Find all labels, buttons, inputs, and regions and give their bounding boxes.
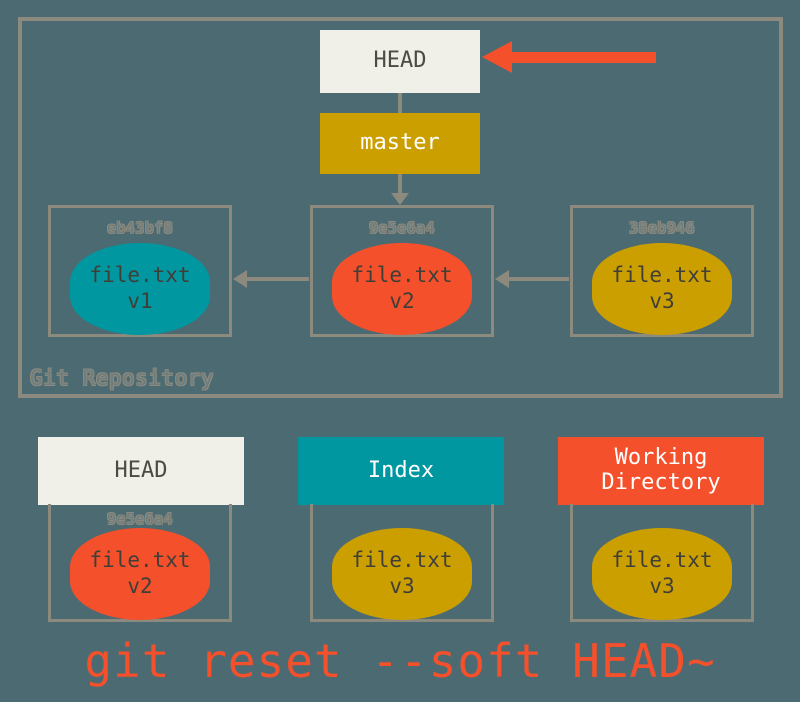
blob-filename: file.txt: [611, 263, 713, 288]
tree-header-label-line2: Directory: [601, 470, 721, 495]
blob-version: v3: [389, 574, 415, 598]
tree-blob: file.txt v3: [592, 528, 732, 620]
commit-box-38eb946: 38eb946 file.txt v3: [570, 205, 754, 337]
commit-hash-label: eb43bf8: [106, 219, 173, 237]
tree-slot-working-directory: file.txt v3: [570, 504, 754, 622]
tree-slot-head: 9e5e6a4 file.txt v2: [48, 504, 232, 622]
git-repository-frame: [18, 17, 783, 398]
arrow-left-icon: [495, 270, 509, 288]
tree-blob: file.txt v2: [70, 528, 210, 620]
blob-version: v1: [127, 289, 153, 313]
arrow-down-icon: [391, 193, 409, 205]
tree-hash-label: 9e5e6a4: [106, 510, 173, 528]
connector-head-to-master: [398, 93, 402, 113]
connector-master-to-commit: [398, 174, 402, 196]
tree-header-index: Index: [298, 437, 504, 505]
head-ref-box: HEAD: [320, 30, 480, 93]
commit-hash-label: 38eb946: [628, 219, 695, 237]
commit-blob: file.txt v1: [70, 243, 210, 335]
blob-version: v2: [127, 574, 153, 598]
tree-slot-index: file.txt v3: [310, 504, 494, 622]
tree-header-label: Working Directory: [601, 446, 720, 495]
blob-version: v2: [389, 289, 415, 313]
callout-arrow-shaft: [510, 52, 656, 63]
commit-box-eb43bf8: eb43bf8 file.txt v1: [48, 205, 232, 337]
tree-header-label: Index: [367, 457, 435, 483]
commit-blob: file.txt v3: [592, 243, 732, 335]
blob-version: v3: [649, 574, 675, 598]
head-ref-label: HEAD: [373, 48, 427, 74]
blob-filename: file.txt: [351, 548, 453, 573]
tree-header-working-directory: Working Directory: [558, 437, 764, 505]
blob-filename: file.txt: [351, 263, 453, 288]
blob-version: v3: [649, 289, 675, 313]
tree-header-label: HEAD: [114, 457, 168, 483]
master-branch-box: master: [320, 113, 480, 174]
connector-commit2-to-commit1: [247, 277, 309, 281]
connector-commit3-to-commit2: [509, 277, 569, 281]
callout-arrow-icon: [482, 41, 512, 73]
commit-blob: file.txt v2: [332, 243, 472, 335]
blob-filename: file.txt: [611, 548, 713, 573]
master-branch-label: master: [360, 130, 440, 156]
tree-blob: file.txt v3: [332, 528, 472, 620]
blob-filename: file.txt: [89, 548, 191, 573]
blob-filename: file.txt: [89, 263, 191, 288]
tree-header-label-line1: Working: [614, 445, 708, 471]
command-caption: git reset --soft HEAD~: [84, 634, 716, 688]
arrow-left-icon: [233, 270, 247, 288]
commit-box-9e5e6a4: 9e5e6a4 file.txt v2: [310, 205, 494, 337]
tree-header-head: HEAD: [38, 437, 244, 505]
commit-hash-label: 9e5e6a4: [368, 219, 435, 237]
git-repository-label: Git Repository: [30, 366, 215, 390]
